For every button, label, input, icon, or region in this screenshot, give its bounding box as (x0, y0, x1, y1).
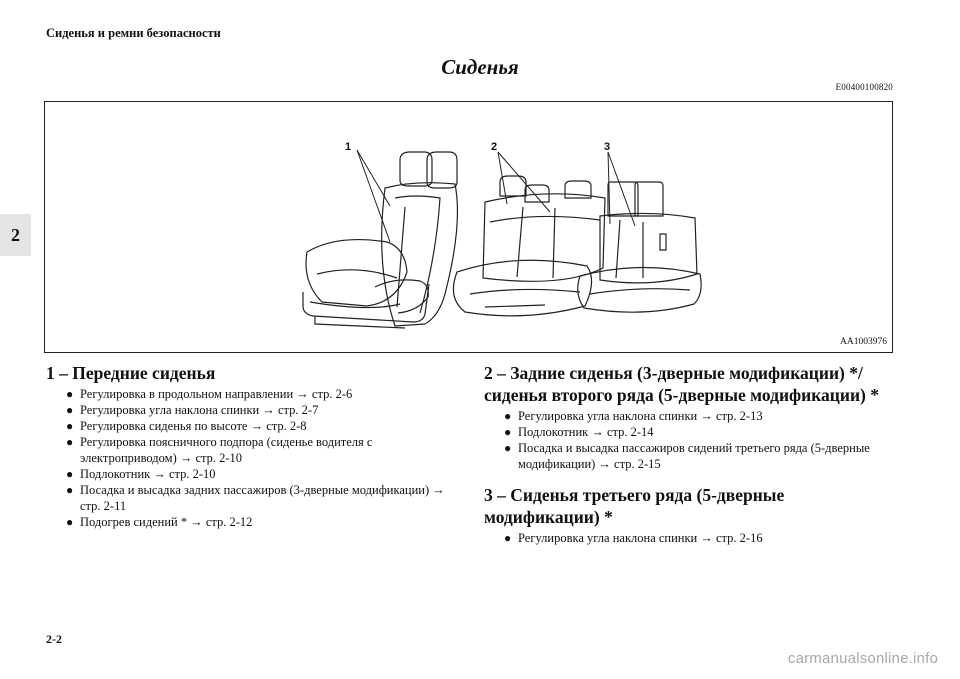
third-row-list: Регулировка угла наклона спинки → стр. 2… (484, 530, 904, 546)
list-item: Регулировка поясничного подпора (сиденье… (66, 434, 456, 466)
list-item: Регулировка сиденья по высоте → стр. 2-8 (66, 418, 456, 434)
list-item: Регулировка в продольном направлении → с… (66, 386, 456, 402)
list-item: Подлокотник → стр. 2-14 (504, 424, 904, 440)
watermark: carmanualsonline.info (787, 650, 938, 667)
rear-seats-list: Регулировка угла наклона спинки → стр. 2… (484, 408, 904, 472)
left-column: 1 – Передние сиденья Регулировка в продо… (46, 362, 456, 530)
page-title: Сиденья (441, 55, 519, 79)
list-item: Регулировка угла наклона спинки → стр. 2… (504, 530, 904, 546)
list-item: Подогрев сидений * → стр. 2-12 (66, 514, 456, 530)
list-item: Посадка и высадка задних пассажиров (3-д… (66, 482, 456, 514)
callout-3: 3 (604, 141, 610, 153)
front-seats-list: Регулировка в продольном направлении → с… (46, 386, 456, 530)
section-title-rear-seats: 2 – Задние сиденья (3-дверные модификаци… (484, 363, 880, 405)
chapter-tab: 2 (0, 214, 31, 256)
seats-drawing: 1 2 3 (302, 141, 702, 329)
seats-illustration: 1 2 3 AA1003976 (44, 101, 893, 353)
section-title-third-row: 3 – Сиденья третьего ряда (5-дверные мод… (484, 485, 785, 527)
right-column: 2 – Задние сиденья (3-дверные модификаци… (484, 362, 904, 546)
callout-1: 1 (345, 141, 351, 153)
list-item: Регулировка угла наклона спинки → стр. 2… (66, 402, 456, 418)
list-item: Подлокотник → стр. 2-10 (66, 466, 456, 482)
page-number: 2-2 (46, 632, 62, 646)
document-code: E00400100820 (835, 82, 893, 92)
callout-2: 2 (491, 141, 497, 153)
figure-id: AA1003976 (840, 337, 887, 347)
section-title-front-seats: 1 – Передние сиденья (46, 363, 216, 383)
list-item: Регулировка угла наклона спинки → стр. 2… (504, 408, 904, 424)
list-item: Посадка и высадка пассажиров сидений тре… (504, 440, 904, 472)
running-header: Сиденья и ремни безопасности (46, 26, 221, 40)
